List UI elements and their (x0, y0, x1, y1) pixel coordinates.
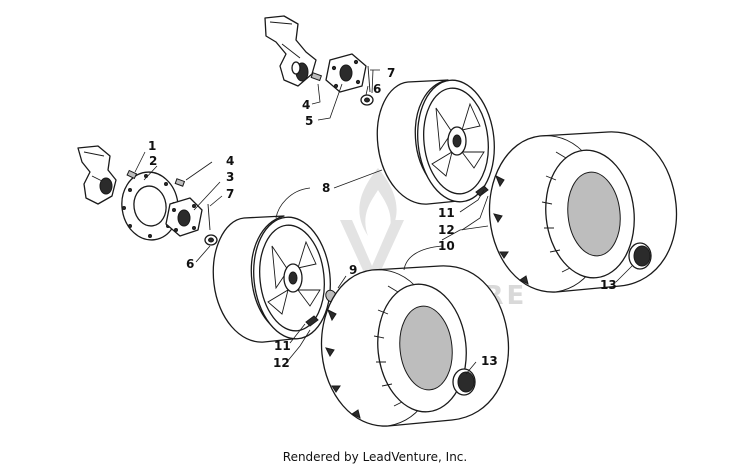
callout-12-front: 12 (273, 356, 290, 370)
left-cotter-pin (207, 203, 211, 231)
callout-5: 5 (305, 114, 313, 128)
watermark-flame-icon (359, 168, 397, 236)
callout-6-left: 6 (186, 257, 194, 271)
rear-valve-stem (475, 185, 489, 197)
callout-3: 3 (226, 170, 234, 184)
callout-10: 10 (438, 239, 455, 253)
left-steering-knuckle (77, 145, 117, 205)
upper-hub (325, 53, 367, 93)
callout-1: 1 (148, 139, 156, 153)
callout-8: 8 (322, 181, 330, 195)
left-castle-nut (204, 234, 218, 246)
watermark-v-icon (340, 220, 404, 290)
callout-9: 9 (349, 263, 357, 277)
callout-2: 2 (149, 154, 157, 168)
upper-cotter-pin (367, 65, 371, 93)
rear-rim (376, 79, 495, 205)
footer-credit: Rendered by LeadVenture, Inc. (282, 450, 468, 464)
callout-12-rear: 12 (438, 223, 455, 237)
callout-7-left: 7 (226, 187, 234, 201)
callout-4-upper: 4 (302, 98, 310, 112)
callout-13-rear: 13 (600, 278, 617, 292)
left-hub-bolt (174, 178, 186, 187)
upper-castle-nut (360, 94, 374, 106)
front-rim (212, 215, 331, 343)
leader-lines (134, 69, 633, 375)
front-tire (320, 265, 510, 427)
callout-13-front: 13 (481, 354, 498, 368)
callout-4-left: 4 (226, 154, 234, 168)
rear-tire (488, 131, 678, 293)
left-disc-bolt (126, 169, 138, 180)
callout-11-front: 11 (274, 339, 291, 353)
front-hub-cap (452, 368, 476, 396)
callout-6-upper: 6 (373, 82, 381, 96)
upper-hub-bolt (310, 72, 323, 82)
left-hub (165, 197, 203, 237)
front-valve-stem (305, 315, 319, 327)
callout-11-rear: 11 (438, 206, 455, 220)
upper-steering-knuckle (264, 15, 317, 87)
rear-hub-cap (628, 242, 652, 270)
callout-7-upper: 7 (387, 66, 395, 80)
